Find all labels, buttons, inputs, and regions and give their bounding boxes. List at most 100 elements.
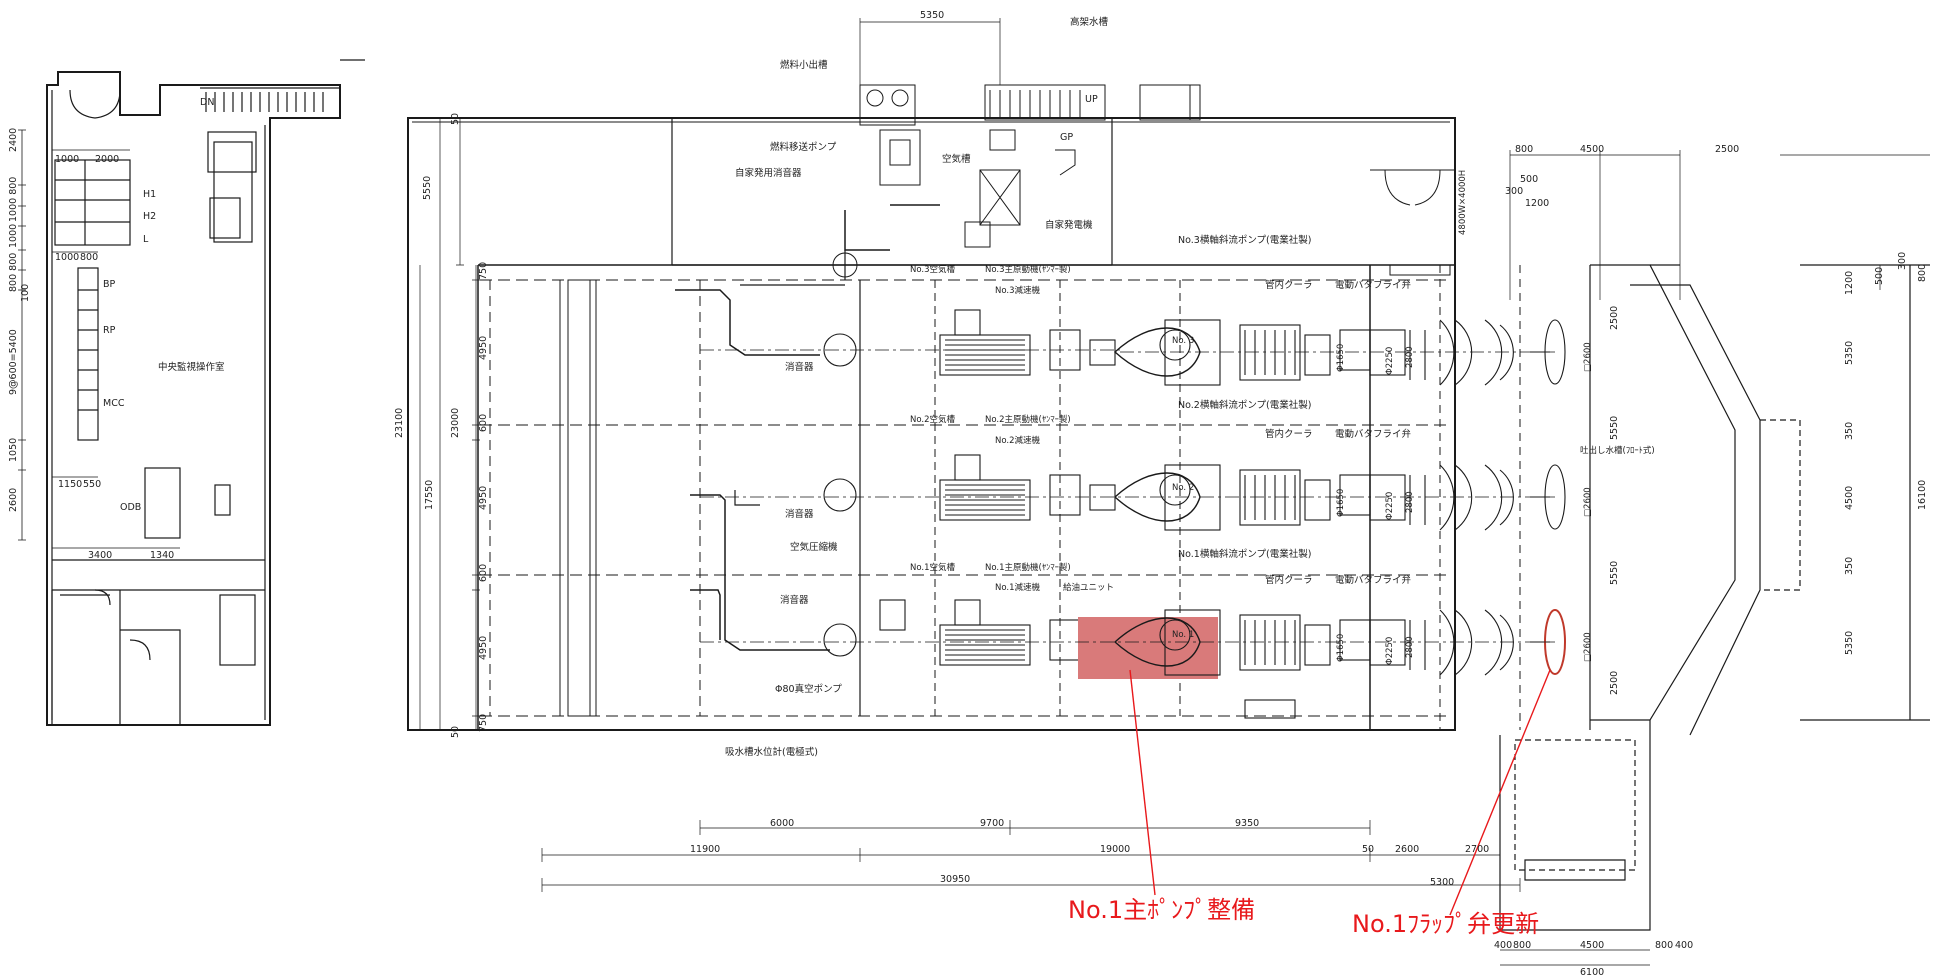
phi2250-3: Φ2250 <box>1385 347 1395 375</box>
main-pump-leader <box>1129 669 1156 896</box>
vdim-4950a: 4950 <box>478 336 489 360</box>
rvdim-16100: 16100 <box>1917 480 1928 510</box>
dim-1150: 1150 <box>58 479 82 490</box>
dim-top-5350: 5350 <box>920 10 944 21</box>
vdim-1050: 1050 <box>8 438 19 462</box>
no2-pump-label: No.2横軸斜流ポンプ(電業社製) <box>1178 399 1311 411</box>
sq2600-3: □2600 <box>1583 342 1593 372</box>
no3-reducer-label: No.3減速機 <box>995 285 1041 296</box>
no1-engine-label: No.1主原動機(ﾔﾝﾏｰ製) <box>985 562 1071 573</box>
no2-engine-label: No.2主原動機(ﾔﾝﾏｰ製) <box>985 414 1071 425</box>
vdim-4950c: 4950 <box>478 636 489 660</box>
butterfly2-label: 電動バタフライ弁 <box>1335 428 1412 440</box>
vdim-1000: 1000 <box>8 224 19 248</box>
rvdim-800: 800 <box>1917 264 1928 282</box>
flap-valve-leader <box>1449 669 1551 916</box>
vdim-100: 100 <box>20 284 31 302</box>
main-building-outline <box>407 84 1521 731</box>
vdim-4950b: 4950 <box>478 486 489 510</box>
phi2250-2: Φ2250 <box>1385 492 1395 520</box>
vdim-750a: 750 <box>478 262 489 280</box>
d2800-3: 2800 <box>1405 346 1415 368</box>
dim-1340: 1340 <box>150 550 174 561</box>
tube-cooler3-label: 管内クーラ <box>1265 279 1313 291</box>
discharge-tank-label: 吐出し水槽(ﾌﾛｰﾄ式) <box>1580 445 1655 456</box>
rvdim-350b: 350 <box>1844 557 1855 575</box>
no3-pump-label: No.3横軸斜流ポンプ(電業社製) <box>1178 234 1311 246</box>
dim-800a: 800 <box>80 252 98 263</box>
vdim-2400: 2400 <box>8 128 19 152</box>
vdim-23100: 23100 <box>394 408 405 438</box>
left-plan-text: DN H1 H2 L BP RP MCC ODB 中央監視操作室 1000 20… <box>8 97 225 561</box>
gen-silencer-label: 自家発用消音器 <box>735 167 802 179</box>
odb-label: ODB <box>120 502 141 513</box>
door-size-label: 4800W×4000H <box>1458 170 1468 235</box>
rvdim-2500a: 2500 <box>1609 306 1620 330</box>
rvdim-5350b: 5350 <box>1844 631 1855 655</box>
rdim-2500: 2500 <box>1715 144 1739 155</box>
vdim-750b: 750 <box>478 714 489 732</box>
bdim-800a: 800 <box>1513 940 1531 951</box>
silencer1-label: 消音器 <box>780 594 809 606</box>
no3-air-tank-label: No.3空気槽 <box>910 264 956 275</box>
pump1-tag: No. 1 <box>1172 630 1194 640</box>
private-generator-label: 自家発電機 <box>1045 219 1093 231</box>
l-label: L <box>143 234 149 245</box>
dn-label: DN <box>200 97 214 108</box>
rvdim-5550b: 5550 <box>1609 561 1620 585</box>
phi1650-2: Φ1650 <box>1336 489 1346 517</box>
rvdim-4500: 4500 <box>1844 486 1855 510</box>
hdim-11900: 11900 <box>690 844 720 855</box>
dim-1000a: 1000 <box>55 154 79 165</box>
pump1-highlight <box>1078 617 1218 679</box>
rdim-4500: 4500 <box>1580 144 1604 155</box>
vacuum-pump-label: Φ80真空ポンプ <box>775 683 842 695</box>
d2800-2: 2800 <box>1405 491 1415 513</box>
rdim-800: 800 <box>1515 144 1533 155</box>
h1-label: H1 <box>143 189 156 200</box>
vdim-800-800: 800 800 <box>8 253 19 292</box>
pump-line-1 <box>700 599 1566 719</box>
pump2-tag: No. 2 <box>1172 483 1194 493</box>
lube-unit-label: 給油ユニット <box>1063 582 1114 593</box>
phi1650-1: Φ1650 <box>1336 634 1346 662</box>
dim-3400: 3400 <box>88 550 112 561</box>
phi2250-1: Φ2250 <box>1385 637 1395 665</box>
vdim-1000-800: 1000 800 <box>8 177 19 222</box>
vdim-50a: 50 <box>450 113 461 125</box>
no3-engine-label: No.3主原動機(ﾔﾝﾏｰ製) <box>985 264 1071 275</box>
hdim-2700: 2700 <box>1465 844 1489 855</box>
vdim-600a: 600 <box>478 414 489 432</box>
sq2600-1: □2600 <box>1583 632 1593 662</box>
hdim-19000: 19000 <box>1100 844 1130 855</box>
pump3-tag: No. 3 <box>1172 336 1194 346</box>
main-plan-text: 5350 高架水槽 燃料小出槽 燃料移送ポンプ 自家発用消音器 空気槽 GP U… <box>394 10 1928 978</box>
rp-label: RP <box>103 325 116 336</box>
no1-air-tank-label: No.1空気槽 <box>910 562 956 573</box>
rvdim-5350a: 5350 <box>1844 341 1855 365</box>
pump-line-3 <box>700 309 1566 386</box>
dim-1000b: 1000 <box>55 252 79 263</box>
control-room-label: 中央監視操作室 <box>158 361 225 373</box>
rdim-1200: 1200 <box>1525 198 1549 209</box>
rvdim-2500b: 2500 <box>1609 671 1620 695</box>
silencer3-label: 消音器 <box>785 361 814 373</box>
tube-cooler2-label: 管内クーラ <box>1265 428 1313 440</box>
up-label: UP <box>1085 94 1098 105</box>
hdim-9350: 9350 <box>1235 818 1259 829</box>
rvdim-350a: 350 <box>1844 422 1855 440</box>
pump-line-2 <box>700 454 1566 531</box>
no1-reducer-label: No.1減速機 <box>995 582 1041 593</box>
rvdim-1200: 1200 <box>1844 271 1855 295</box>
left-electrical-room-plan <box>46 59 365 726</box>
phi1650-3: Φ1650 <box>1336 344 1346 372</box>
dimension-lines <box>419 18 1930 966</box>
mcc-label: MCC <box>103 398 125 409</box>
sq2600-2: □2600 <box>1583 487 1593 517</box>
callout-leaders <box>1129 669 1551 916</box>
no2-reducer-label: No.2減速機 <box>995 435 1041 446</box>
fuel-transfer-pump-label: 燃料移送ポンプ <box>770 141 837 153</box>
bdim-6100: 6100 <box>1580 967 1604 978</box>
h2-label: H2 <box>143 211 156 222</box>
bdim-800b: 800 <box>1655 940 1673 951</box>
